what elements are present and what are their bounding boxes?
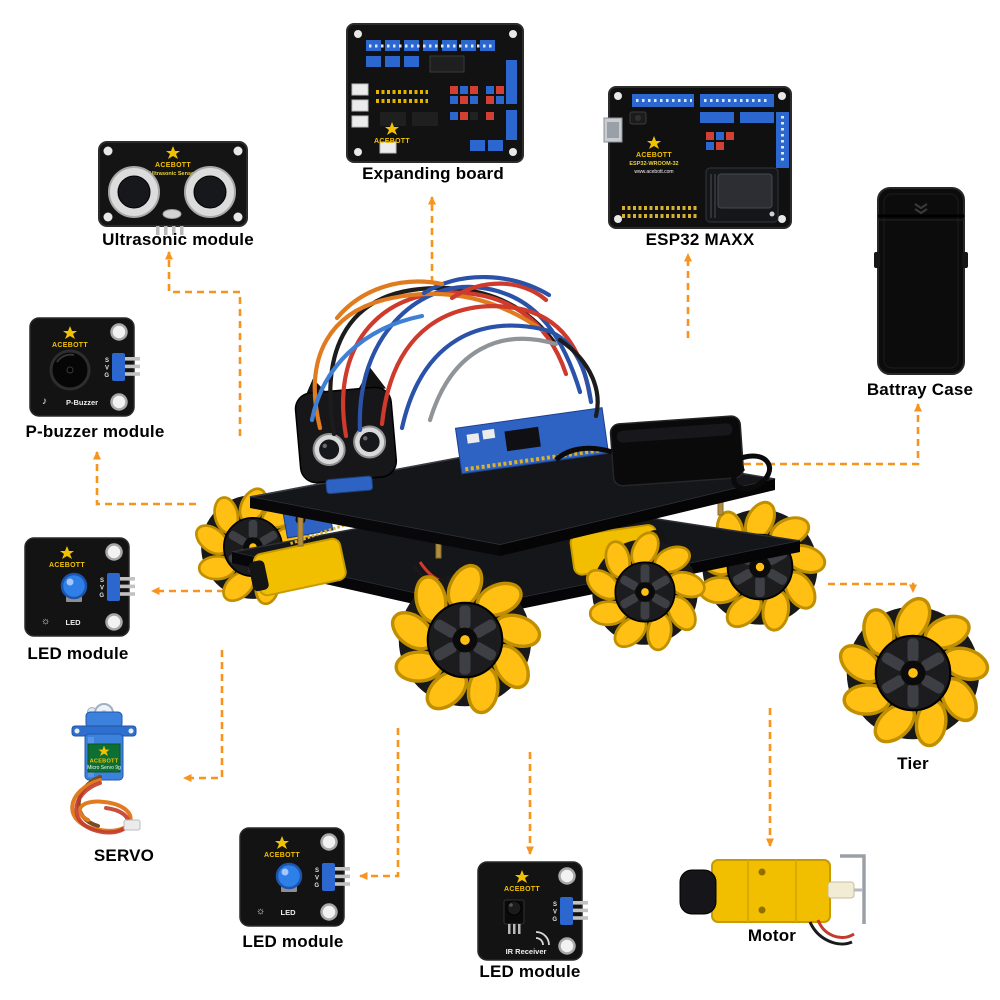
ir-board-name: IR Receiver xyxy=(506,947,547,956)
pbuzzer-module-image: ♪ P-Buzzer xyxy=(28,316,142,418)
robot-battery-pack xyxy=(609,415,745,487)
led-module-bottom-image xyxy=(240,828,350,926)
ultrasonic-board-name: Ultrasonic Sensor xyxy=(149,171,197,177)
battery-case-image xyxy=(874,187,968,375)
servo-board-name: Micro Servo 9g xyxy=(87,765,121,771)
music-note-icon: ♪ xyxy=(42,396,47,407)
robot-image xyxy=(189,275,830,718)
label-led-bottom: LED module xyxy=(242,932,344,951)
label-motor: Motor xyxy=(747,926,797,945)
ir-receiver-module-image: IR Receiver xyxy=(476,860,590,962)
label-expanding-board: Expanding board xyxy=(362,164,504,183)
pbuzzer-board-name: P-Buzzer xyxy=(66,398,98,407)
robot-controller-board xyxy=(454,407,610,475)
servo-wires xyxy=(70,775,133,835)
esp32-board-website: www.acebott.com xyxy=(634,169,673,175)
robot-motor-left xyxy=(248,537,347,597)
connector-lines xyxy=(93,196,922,880)
ultrasonic-transducers xyxy=(108,166,236,218)
motor-image xyxy=(679,854,866,946)
connector-battery-case xyxy=(744,403,922,466)
tier-wheel-image xyxy=(832,591,994,751)
robot-battery-cable xyxy=(731,453,772,492)
connector-led-bottom xyxy=(359,728,400,880)
ir-waves-icon xyxy=(535,931,550,946)
ultrasonic-module-image: Ultrasonic Sensor xyxy=(98,141,248,235)
expanding-board-image xyxy=(346,23,524,163)
label-led-ir: LED module xyxy=(479,962,581,981)
label-ultrasonic: Ultrasonic module xyxy=(102,230,254,249)
label-esp32: ESP32 MAXX xyxy=(645,230,755,249)
label-led-left: LED module xyxy=(27,644,129,663)
label-pbuzzer: P-buzzer module xyxy=(25,422,165,441)
label-tier: Tier xyxy=(897,754,929,773)
connector-tier xyxy=(828,582,917,593)
connector-servo xyxy=(183,650,224,782)
connector-ultrasonic xyxy=(165,251,242,436)
esp32-board-name: ESP32-WROOM-32 xyxy=(629,161,678,167)
connector-pbuzzer xyxy=(93,451,196,506)
label-servo: SERVO xyxy=(93,846,155,865)
robot-wires xyxy=(309,275,600,439)
robot-ultrasonic-head xyxy=(294,367,398,495)
esp32-board-image: ESP32-WROOM-32 www.acebott.com xyxy=(603,86,792,229)
led-module-left-image xyxy=(25,538,135,636)
label-battery-case: Battray Case xyxy=(866,380,974,399)
servo-image: Micro Servo 9g xyxy=(70,703,141,835)
